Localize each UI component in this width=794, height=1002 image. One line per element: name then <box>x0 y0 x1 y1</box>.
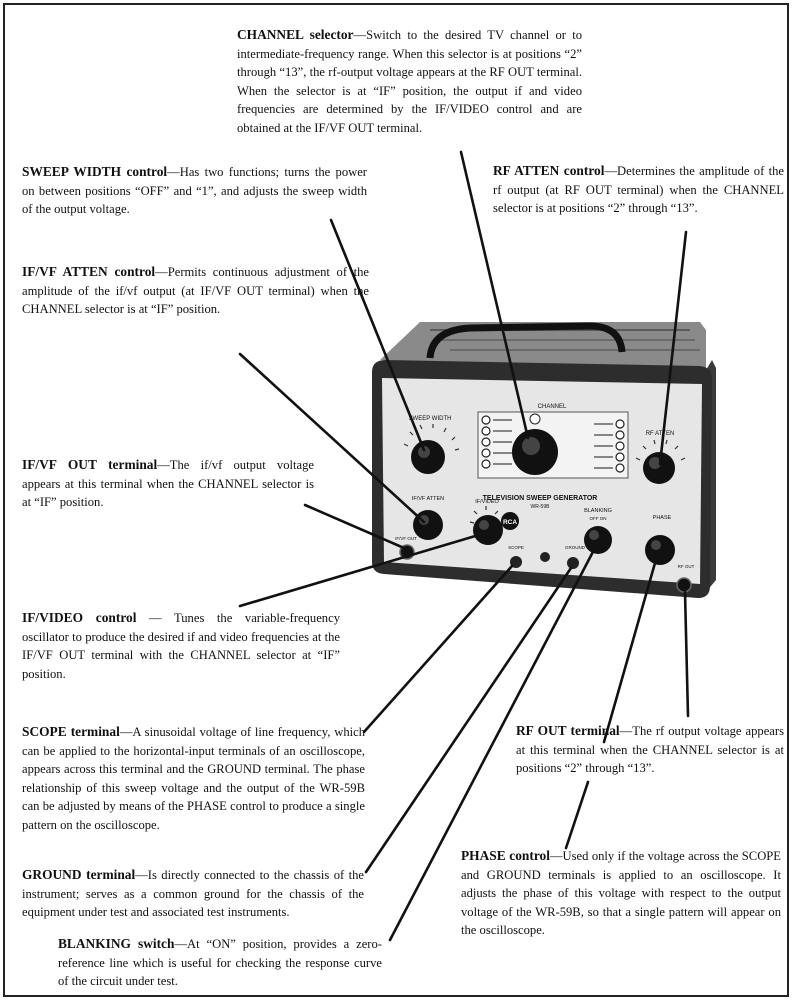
sweep-width-knob[interactable] <box>411 440 445 474</box>
rf-atten-scale <box>635 439 686 461</box>
callout-scope: SCOPE terminal—A sinusoidal voltage of l… <box>22 723 365 834</box>
callout-rf-out-text: —The rf output voltage appears at this t… <box>516 724 784 775</box>
ifvideo-panel-label: IF/VIDEO <box>475 499 499 505</box>
callout-phase-title: PHASE control <box>461 848 550 863</box>
leader-ifvf-out <box>303 503 406 550</box>
panel-model: WR-59B <box>531 504 551 510</box>
scope-panel-label: SCOPE <box>508 545 524 550</box>
callout-ifvf-atten-text: —Permits continuous adjustment of the am… <box>22 265 369 316</box>
ground-panel-label: GROUND <box>565 545 586 550</box>
leader-phase <box>602 554 659 744</box>
leader-blanking <box>388 544 598 942</box>
callout-sweep-width-text: —Has two functions; turns the power on b… <box>22 165 367 216</box>
callout-ifvideo: IF/VIDEO control — Tunes the variable-fr… <box>22 609 340 683</box>
panel-title: TELEVISION SWEEP GENERATOR <box>483 495 598 502</box>
callout-rf-out-title: RF OUT terminal <box>516 723 620 738</box>
ground-terminal[interactable] <box>567 557 579 569</box>
callout-rf-atten: RF ATTEN control—Determines the amplitud… <box>493 162 784 218</box>
rf-out-panel-label: RF OUT <box>678 564 695 569</box>
channel-scale-lines <box>493 419 613 469</box>
callout-ground: GROUND terminal—Is directly connected to… <box>22 866 364 922</box>
callout-ifvideo-text: — Tunes the variable-frequency oscillato… <box>22 611 340 681</box>
svg-text:RCA: RCA <box>503 519 517 526</box>
callout-channel-selector: CHANNEL selector—Switch to the desired T… <box>237 26 582 137</box>
callout-ifvf-out-title: IF/VF OUT terminal <box>22 457 158 472</box>
leader-ifvf-atten <box>238 352 426 524</box>
case-top <box>380 322 706 370</box>
leader-ground <box>364 566 573 874</box>
leader-ifvideo <box>238 532 484 608</box>
off-on-panel-label: OFF ON <box>590 516 607 521</box>
callout-rf-out: RF OUT terminal—The rf output voltage ap… <box>516 722 784 778</box>
ifvf-atten-panel-label: IF/VF ATTEN <box>412 496 444 502</box>
phase-knob[interactable] <box>645 535 675 565</box>
rf-atten-knob[interactable] <box>643 452 675 484</box>
rca-logo <box>501 512 519 530</box>
rf-atten-panel-label: RF ATTEN <box>646 431 675 437</box>
callout-ifvf-out-text: —The if/vf output voltage appears at thi… <box>22 458 314 509</box>
callout-ifvf-atten-title: IF/VF ATTEN control <box>22 264 156 279</box>
callout-phase: PHASE control—Used only if the voltage a… <box>461 847 781 940</box>
callout-ground-title: GROUND terminal <box>22 867 136 882</box>
leader-scope <box>362 564 514 734</box>
callout-sweep-width: SWEEP WIDTH control—Has two functions; t… <box>22 163 367 219</box>
leader-phase-lower <box>564 780 590 850</box>
carry-handle <box>426 322 626 359</box>
callout-scope-text: —A sinusoidal voltage of line frequency,… <box>22 725 366 832</box>
rf-out-terminal[interactable] <box>676 577 692 593</box>
ifvideo-knob[interactable] <box>473 515 503 545</box>
blanking-switch[interactable] <box>584 526 612 554</box>
callout-ifvf-out: IF/VF OUT terminal—The if/vf output volt… <box>22 456 314 512</box>
sweep-width-scale <box>403 424 460 451</box>
sweep-width-panel-label: SWEEP WIDTH <box>409 416 452 422</box>
pilot-lamp <box>540 552 550 562</box>
callout-phase-text: —Used only if the voltage across the SCO… <box>461 849 781 937</box>
channel-panel-label: CHANNEL <box>538 404 567 410</box>
page-frame <box>3 3 789 997</box>
callout-ifvf-atten: IF/VF ATTEN control—Permits continuous a… <box>22 263 369 319</box>
callout-rf-atten-title: RF ATTEN control <box>493 163 605 178</box>
phase-panel-label: PHASE <box>653 515 672 521</box>
ifvideo-scale <box>469 506 499 524</box>
blanking-panel-label: BLANKING <box>584 508 612 514</box>
callout-rf-atten-text: —Determines the amplitude of the rf outp… <box>493 164 784 215</box>
callout-blanking: BLANKING switch—At “ON” position, provid… <box>58 935 382 991</box>
callout-channel-text: —Switch to the desired TV channel or to … <box>237 28 582 135</box>
callout-ground-text: —Is directly connected to the chassis of… <box>22 868 364 919</box>
callout-ifvideo-title: IF/VIDEO control <box>22 610 137 625</box>
callout-channel-title: CHANNEL selector <box>237 27 354 42</box>
channel-position-markers <box>481 415 625 473</box>
ifvf-out-panel-label: IF/VF OUT <box>395 536 417 541</box>
leader-rf-out <box>683 590 690 718</box>
callout-scope-title: SCOPE terminal <box>22 724 120 739</box>
scope-terminal[interactable] <box>510 556 522 568</box>
leader-rf-atten <box>658 230 688 466</box>
callout-blanking-title: BLANKING switch <box>58 936 175 951</box>
callout-blanking-text: —At “ON” position, provides a zero-refer… <box>58 937 382 988</box>
callout-sweep-width-title: SWEEP WIDTH control <box>22 164 168 179</box>
leader-sweep-width <box>329 218 426 452</box>
leader-channel <box>459 150 530 440</box>
